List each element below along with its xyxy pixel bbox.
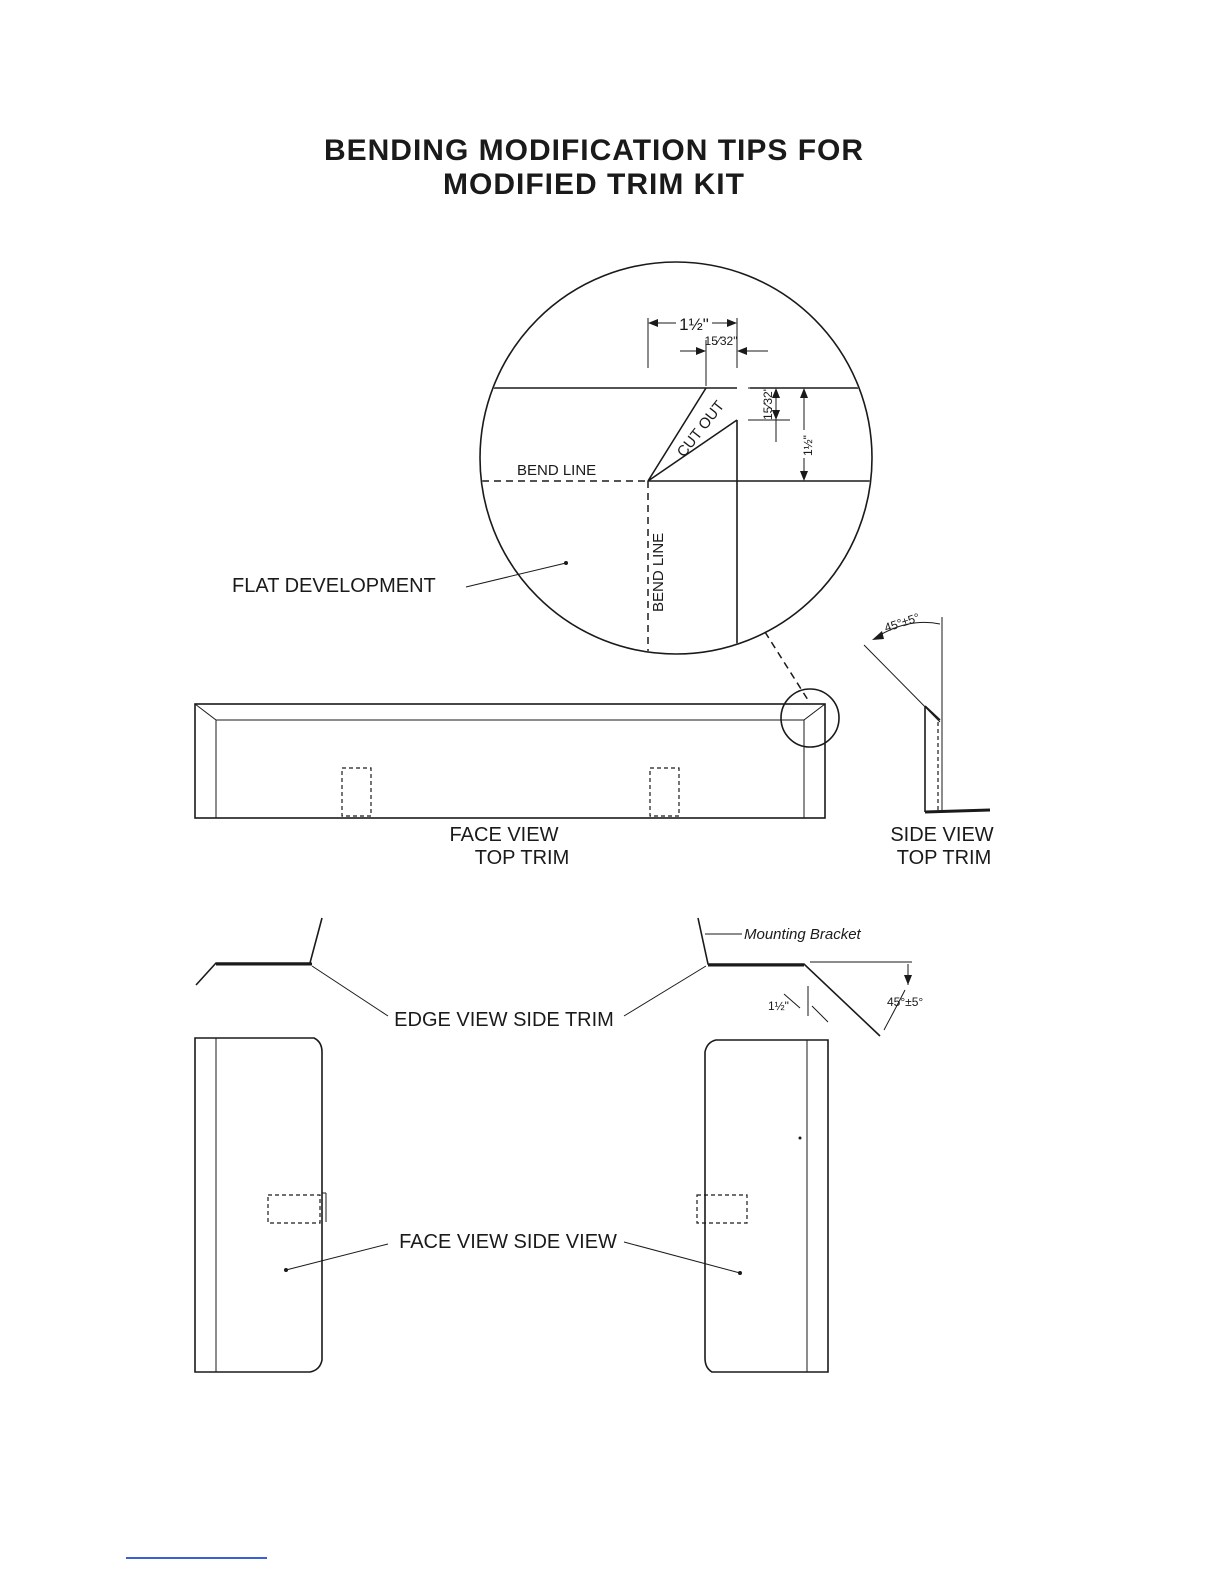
title-line-1: BENDING MODIFICATION TIPS FOR [324,134,864,167]
dim-angle-edge-view: 45°±5° [887,995,923,1009]
label-face-view-top: FACE VIEW [450,824,559,846]
dim-height-small: 15⁄32" [761,387,775,420]
title-line-2: MODIFIED TRIM KIT [443,168,745,201]
label-top-trim: TOP TRIM [475,847,569,869]
label-flat-development: FLAT DEVELOPMENT [232,575,436,597]
leader-face-right [624,1242,740,1273]
label-side-view: SIDE VIEW [890,824,993,846]
leader-face-left [286,1244,388,1270]
face-view-top-trim [195,689,839,818]
label-side-view-top-trim: TOP TRIM [897,847,991,869]
underline-link-bar[interactable] [126,1557,267,1559]
label-cut-out: CUT OUT [674,398,728,461]
side-view-top-trim: 45°±5° [864,610,990,812]
label-edge-view-side-trim: EDGE VIEW SIDE TRIM [394,1009,614,1031]
label-bend-line-horizontal: BEND LINE [517,462,596,479]
dim-width-small: 15⁄32" [705,334,738,348]
label-bend-line-vertical: BEND LINE [650,533,667,612]
face-view-side-panel-right [697,1040,828,1372]
dim-height-total: 1½" [801,435,815,456]
face-view-side-panel-left [195,1038,326,1372]
detail-circle: 1½" 15⁄32" CUT OUT 15⁄32" 1½" BEND LINE … [470,262,880,660]
dim-angle-side-view: 45°±5° [883,610,922,635]
label-face-view-side-view: FACE VIEW SIDE VIEW [399,1231,617,1253]
edge-view-side-trim-left [196,918,322,985]
dim-width-total: 1½" [679,315,709,334]
dim-edge-offset: 1½" [768,999,789,1013]
leader-edge-right [624,966,706,1016]
label-mounting-bracket: Mounting Bracket [744,926,862,943]
leader-edge-left [312,966,388,1016]
leader-flat-development [466,563,566,587]
